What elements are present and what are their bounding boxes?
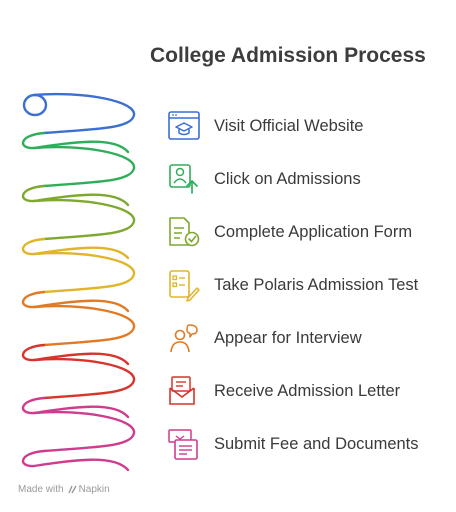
admissions-icon [169,164,198,194]
spiral-coil-segment [32,92,136,135]
napkin-brand-label: Napkin [78,484,110,495]
spiral-coil-return [22,184,130,207]
spiral-coil-segment [32,357,136,400]
step-click-admissions: Click on Admissions [166,162,448,196]
spiral-coil-return [22,449,130,472]
website-icon [168,111,200,140]
spiral-start-cap [22,93,48,117]
step-label: Receive Admission Letter [214,381,401,400]
step-visit-website: Visit Official Website [166,109,448,143]
step-label: Complete Application Form [214,222,413,241]
made-with-text: Made with [18,484,64,495]
spiral-coil-return [22,343,130,366]
spiral-coil-return [22,237,130,260]
napkin-credit: Made with Napkin [18,484,110,495]
step-complete-form: Complete Application Form [166,215,448,249]
interview-icon [170,324,198,353]
step-label: Take Polaris Admission Test [214,275,419,294]
test-icon [169,270,200,302]
napkin-logo-icon [67,485,77,494]
step-admission-test: Take Polaris Admission Test [166,268,448,302]
letter-icon [169,376,195,405]
form-icon [169,217,200,247]
step-submit-documents: Submit Fee and Documents [166,427,448,461]
spiral-coil-segment [32,145,136,188]
diagram-title: College Admission Process [150,44,426,67]
step-label: Submit Fee and Documents [214,434,419,453]
step-admission-letter: Receive Admission Letter [166,374,448,408]
spiral-coil-segment [32,410,136,453]
spiral-coil-segment [32,251,136,294]
documents-icon [168,429,198,460]
spiral-coil-segment [32,304,136,347]
spiral-coil-segment [32,198,136,241]
spiral-coil-return [22,290,130,313]
spiral-coil-return [22,396,130,419]
spiral-coil-return [22,131,130,154]
step-label: Appear for Interview [214,328,362,347]
napkin-brand: Napkin [67,484,110,495]
step-label: Click on Admissions [214,169,361,188]
step-interview: Appear for Interview [166,321,448,355]
step-label: Visit Official Website [214,116,364,135]
